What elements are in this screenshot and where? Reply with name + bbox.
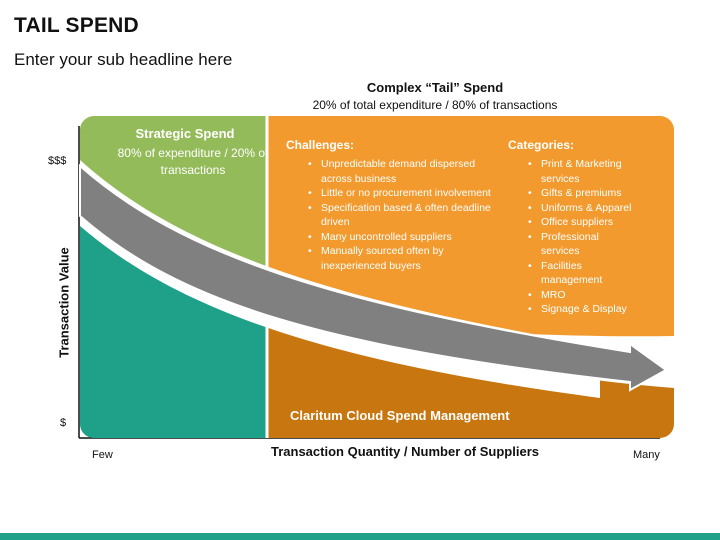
cloud-spend-label: Claritum Cloud Spend Management	[290, 408, 510, 423]
list-item: Professional services	[528, 230, 638, 259]
list-item: Gifts & premiums	[528, 186, 638, 201]
trend-arrow	[79, 163, 668, 392]
y-axis-title: Transaction Value	[56, 247, 72, 358]
list-item: Signage & Display	[528, 302, 638, 317]
tail-spend-title: Complex “Tail” Spend	[366, 80, 504, 95]
strategic-spend-description: 80% of expenditure / 20% of transactions	[117, 146, 269, 177]
list-item: Unpredictable demand dispersed across bu…	[308, 157, 498, 186]
y-axis-high-label: $$$	[48, 155, 67, 167]
list-item: Print & Marketing services	[528, 157, 638, 186]
categories-title: Categories:	[508, 138, 575, 152]
list-item: Little or no procurement involvement	[308, 186, 498, 201]
x-axis-low-label: Few	[92, 449, 113, 461]
challenges-title: Challenges:	[286, 138, 355, 152]
list-item: Office suppliers	[528, 215, 638, 230]
x-axis-title: Transaction Quantity / Number of Supplie…	[271, 444, 539, 459]
list-item: Manually sourced often by inexperienced …	[308, 244, 498, 273]
strategic-area	[80, 202, 266, 438]
list-item: MRO	[528, 288, 638, 303]
page-subtitle: Enter your sub headline here	[14, 50, 233, 69]
footer-bar	[0, 533, 720, 540]
list-item: Specification based & often deadline dri…	[308, 201, 498, 230]
challenges-list: Unpredictable demand dispersed across bu…	[308, 157, 498, 273]
x-axis-high-label: Many	[633, 449, 660, 461]
list-item: Many uncontrolled suppliers	[308, 230, 498, 245]
y-axis-low-label: $	[60, 417, 67, 429]
tail-spend-subtitle: 20% of total expenditure / 80% of transa…	[312, 98, 558, 112]
categories-list: Print & Marketing services Gifts & premi…	[528, 157, 638, 317]
list-item: Uniforms & Apparel	[528, 201, 638, 216]
page-title: TAIL SPEND	[14, 14, 139, 37]
list-item: Facilities management	[528, 259, 638, 288]
strategic-spend-title: Strategic Spend	[135, 126, 235, 141]
